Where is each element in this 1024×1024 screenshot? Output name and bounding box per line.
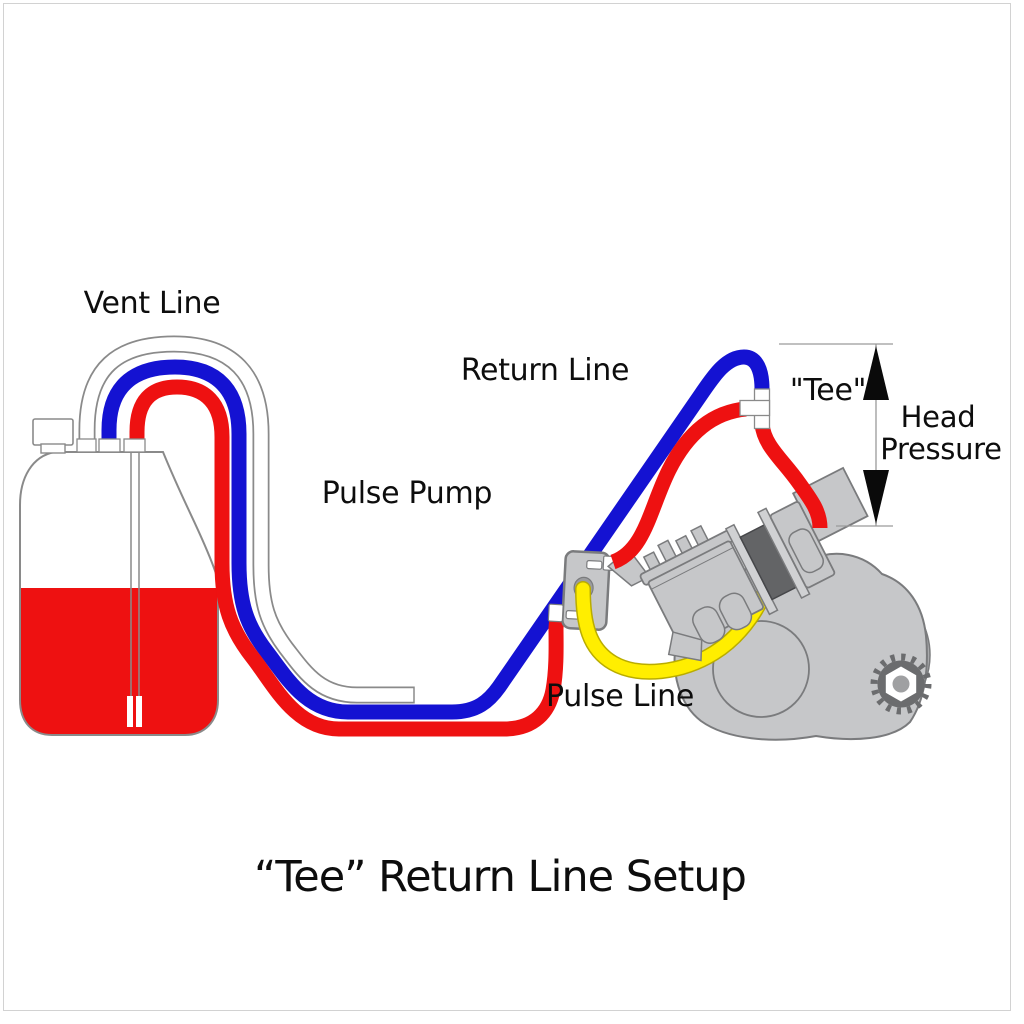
arrow-down-icon — [863, 470, 889, 524]
drive-sprocket-icon — [870, 653, 932, 715]
intake-horn — [667, 631, 703, 662]
head-pressure-label-line1: Head — [901, 400, 976, 434]
diagram-title: “Tee” Return Line Setup — [254, 852, 746, 902]
fuel-supply-line-icon — [129, 379, 565, 737]
vent-tube — [80, 337, 414, 702]
carburetor-icon — [606, 466, 869, 662]
fuel-tank-icon — [19, 418, 219, 736]
vent-line-icon — [78, 335, 415, 704]
vent-line-label: Vent Line — [84, 286, 221, 321]
tank-fuel — [20, 588, 218, 735]
head-pressure-dimension-icon — [779, 343, 893, 527]
fuel-line-pump-to-tee — [609, 401, 747, 570]
fuel-pickup-clunk-icon — [127, 452, 142, 727]
tank-stub-fittings — [76, 438, 146, 453]
tank-outline — [19, 451, 219, 736]
tank-cap-icon — [32, 418, 74, 446]
tee-label: "Tee" — [790, 373, 866, 408]
return-line-icon — [101, 349, 770, 720]
head-pressure-label-line2: Pressure — [880, 432, 1001, 466]
image-border — [3, 3, 1011, 1011]
pulse-pump-label: Pulse Pump — [322, 476, 492, 511]
pump-inlet-stub — [547, 603, 564, 623]
tee-fitting-icon — [739, 388, 771, 430]
return-line-label: Return Line — [461, 353, 629, 388]
arrow-up-icon — [863, 346, 889, 400]
fuel-line-tee-to-carb — [754, 422, 828, 529]
pulse-line-label: Pulse Line — [546, 679, 694, 714]
tank-cap-neck — [40, 443, 66, 454]
